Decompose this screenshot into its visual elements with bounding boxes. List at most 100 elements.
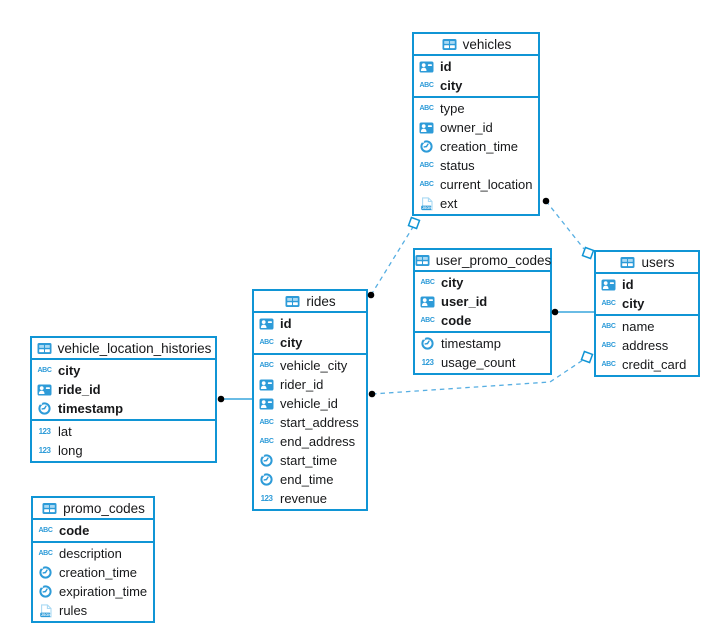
relationship-line[interactable]	[370, 226, 414, 296]
json-icon: JSON	[418, 196, 435, 211]
column-name: name	[622, 319, 655, 334]
clock-icon	[418, 140, 435, 153]
id-badge-icon	[258, 398, 275, 410]
relationship-diamond-end	[407, 216, 421, 230]
column-row[interactable]: start_time	[254, 451, 366, 470]
primary-key-row[interactable]: id	[254, 314, 366, 333]
text-abc-icon: ABC	[419, 104, 434, 113]
column-name: current_location	[440, 177, 533, 192]
column-row[interactable]: end_time	[254, 470, 366, 489]
table-icon	[414, 254, 431, 267]
clock-icon	[258, 454, 275, 467]
column-name: ext	[440, 196, 458, 211]
table-name: rides	[306, 293, 336, 309]
text-abc-icon: ABC	[419, 81, 434, 90]
table-name: users	[641, 254, 675, 270]
clock-icon	[258, 473, 275, 486]
column-row[interactable]: creation_time	[33, 563, 153, 582]
table-name: vehicle_location_histories	[57, 340, 212, 356]
table-name: user_promo_codes	[435, 252, 552, 268]
column-row[interactable]: timestamp	[415, 334, 550, 353]
column-name: city	[622, 296, 645, 311]
text-abc-icon: ABC	[38, 526, 53, 535]
primary-key-row[interactable]: user_id	[415, 292, 550, 311]
table-header[interactable]: vehicles	[414, 34, 538, 56]
column-name: start_time	[280, 453, 338, 468]
relationship-vehicle_location_histories-rides[interactable]	[217, 395, 252, 403]
id-badge-icon	[418, 61, 435, 73]
table-header[interactable]: rides	[254, 291, 366, 313]
primary-key-row[interactable]: id	[414, 57, 538, 76]
relationship-dot-end	[367, 291, 375, 299]
column-row[interactable]: ABC name	[596, 317, 698, 336]
table-header[interactable]: promo_codes	[33, 498, 153, 520]
table-header[interactable]: vehicle_location_histories	[32, 338, 215, 360]
column-name: type	[440, 101, 465, 116]
column-row[interactable]: owner_id	[414, 118, 538, 137]
column-row[interactable]: ABC type	[414, 99, 538, 118]
primary-key-row[interactable]: id	[596, 275, 698, 294]
primary-key-row[interactable]: ride_id	[32, 380, 215, 399]
text-abc-icon: ABC	[420, 316, 435, 325]
column-row[interactable]: ABC current_location	[414, 175, 538, 194]
table-icon	[41, 502, 58, 515]
table-header[interactable]: users	[596, 252, 698, 274]
column-row[interactable]: creation_time	[414, 137, 538, 156]
text-abc-icon: ABC	[419, 180, 434, 189]
svg-text:JSON: JSON	[41, 613, 51, 617]
column-row[interactable]: expiration_time	[33, 582, 153, 601]
column-name: expiration_time	[59, 584, 148, 599]
relationship-line[interactable]	[545, 200, 585, 250]
relationship-user_promo_codes-users[interactable]	[551, 308, 594, 316]
column-row[interactable]: rider_id	[254, 375, 366, 394]
column-row[interactable]: vehicle_id	[254, 394, 366, 413]
relationship-dot-end	[368, 390, 376, 398]
relationship-dot-end	[551, 308, 559, 316]
column-name: start_address	[280, 415, 359, 430]
text-abc-icon: ABC	[259, 361, 274, 370]
relationship-dot-end	[217, 395, 225, 403]
column-name: end_time	[280, 472, 334, 487]
column-row[interactable]: JSON ext	[414, 194, 538, 213]
column-name: long	[58, 443, 83, 458]
text-abc-icon: ABC	[601, 322, 616, 331]
primary-key-row[interactable]: timestamp	[32, 399, 215, 418]
relationship-rides-vehicles[interactable]	[367, 216, 421, 299]
table-name: promo_codes	[63, 500, 145, 516]
id-badge-icon	[600, 279, 617, 291]
column-name: city	[280, 335, 303, 350]
column-name: city	[58, 363, 81, 378]
table-header[interactable]: user_promo_codes	[414, 250, 552, 272]
